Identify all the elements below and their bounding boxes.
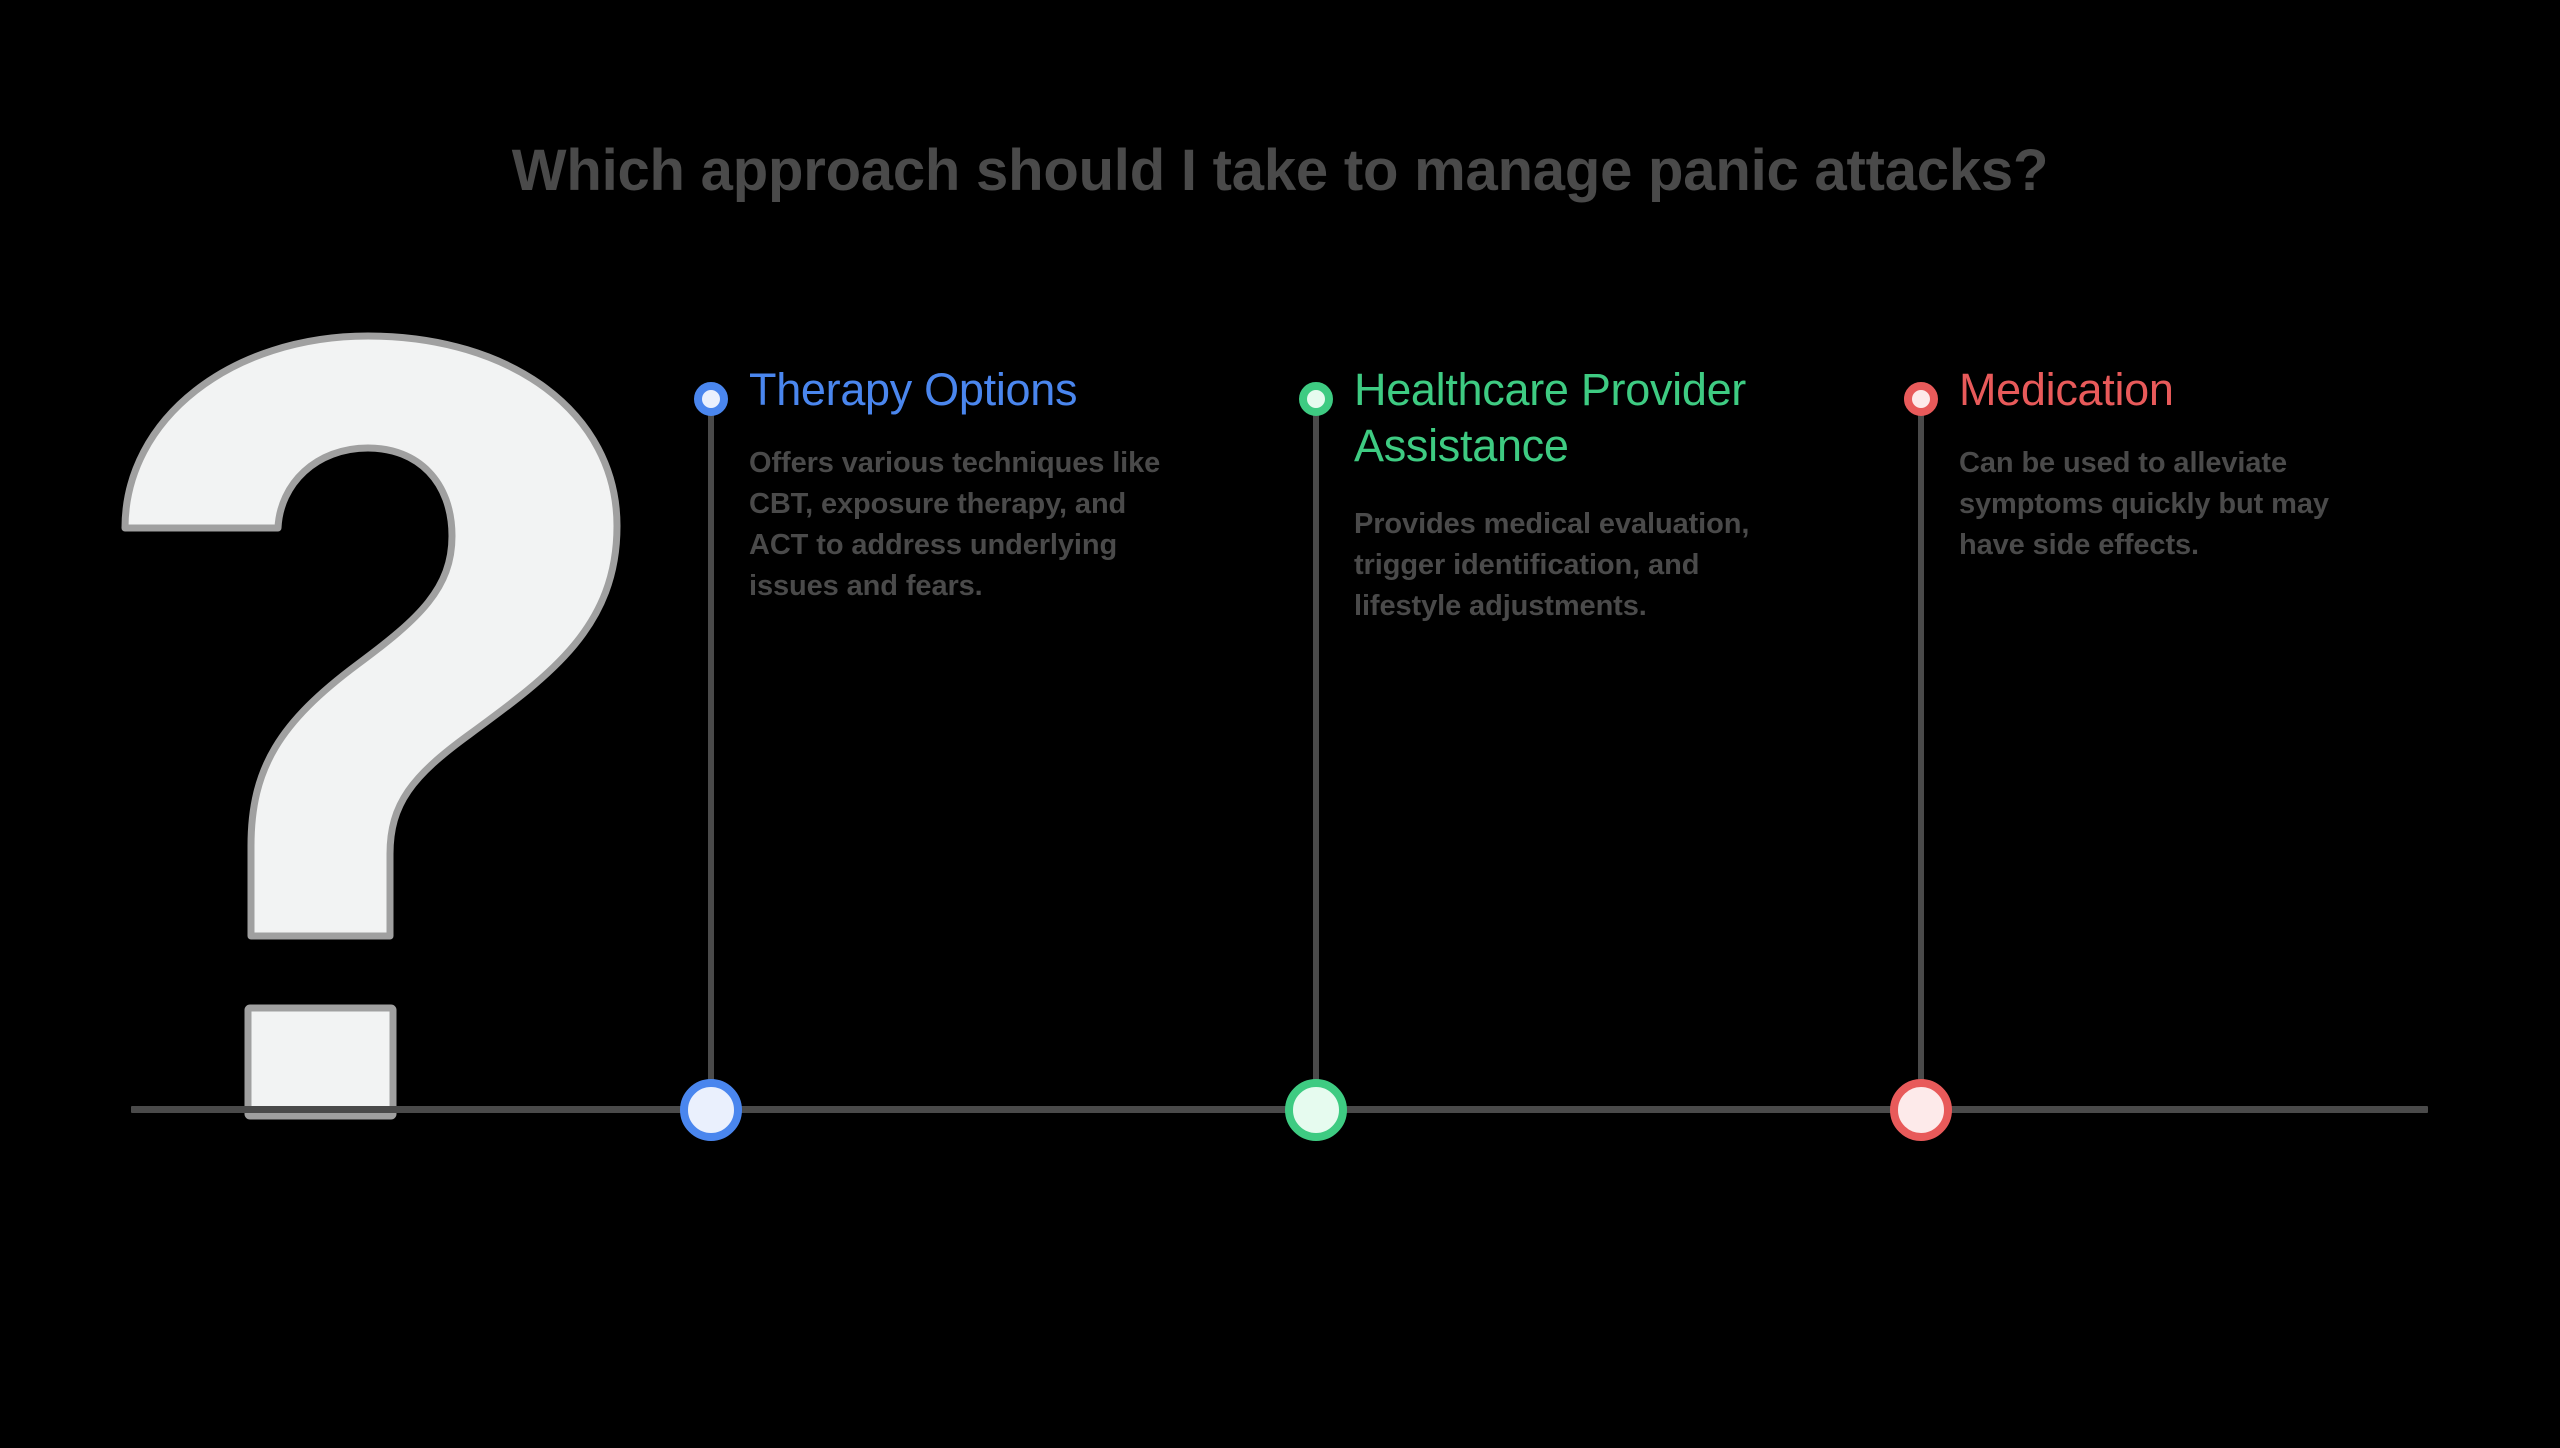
marker-dot-axis-healthcare-provider-assistance[interactable] <box>1285 1079 1347 1141</box>
label-block-medication: Medication Can be used to alleviate symp… <box>1959 362 2399 566</box>
timeline-axis <box>131 1106 2428 1113</box>
marker-dot-top-therapy-options <box>694 382 728 416</box>
question-mark-icon <box>120 330 680 1120</box>
entry-heading-medication: Medication <box>1959 364 2174 415</box>
connector-line-healthcare-provider-assistance <box>1313 400 1319 1090</box>
entry-description-therapy-options: Offers various techniques like CBT, expo… <box>749 446 1161 603</box>
connector-line-medication <box>1918 400 1924 1090</box>
marker-dot-top-medication <box>1904 382 1938 416</box>
marker-dot-axis-therapy-options[interactable] <box>680 1079 742 1141</box>
page-title: Which approach should I take to manage p… <box>511 138 2049 203</box>
entry-description-medication: Can be used to alleviate symptoms quickl… <box>1959 446 2329 562</box>
entry-heading-therapy-options: Therapy Options <box>749 364 1078 415</box>
entry-heading-healthcare-provider-assistance: Healthcare Provider Assistance <box>1354 364 1746 471</box>
label-block-therapy-options: Therapy Options Offers various technique… <box>749 362 1189 607</box>
connector-line-therapy-options <box>708 400 714 1090</box>
marker-dot-top-healthcare-provider-assistance <box>1299 382 1333 416</box>
marker-dot-axis-medication[interactable] <box>1890 1079 1952 1141</box>
entry-description-healthcare-provider-assistance: Provides medical evaluation, trigger ide… <box>1354 507 1750 622</box>
label-block-healthcare-provider-assistance: Healthcare Provider Assistance Provides … <box>1354 362 1794 627</box>
